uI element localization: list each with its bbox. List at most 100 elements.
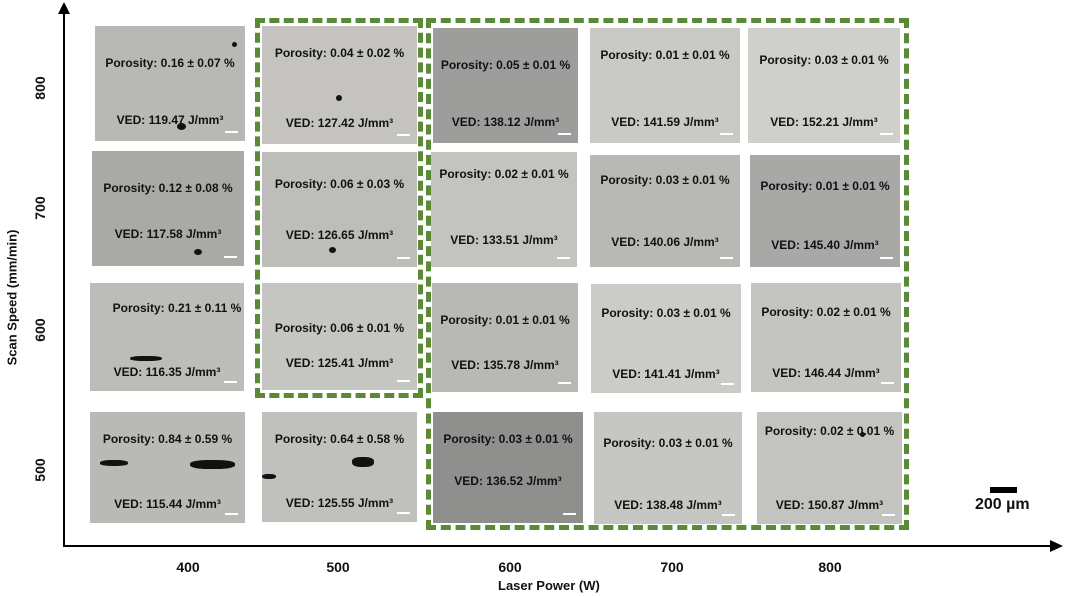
panel-scale-mark xyxy=(720,257,733,259)
panel-scale-mark xyxy=(557,257,570,259)
micrograph-panel-800w-500: Porosity: 0.02 ± 0.01 % VED: 150.87 J/mm… xyxy=(757,412,902,524)
porosity-label: Porosity: 0.21 ± 0.11 % xyxy=(112,301,242,315)
pore-mark xyxy=(329,247,336,253)
ved-label: VED: 150.87 J/mm³ xyxy=(775,498,884,512)
porosity-label: Porosity: 0.03 ± 0.01 % xyxy=(759,53,889,67)
ved-label: VED: 125.55 J/mm³ xyxy=(285,496,394,510)
ved-label: VED: 116.35 J/mm³ xyxy=(113,365,221,379)
x-tick-600: 600 xyxy=(498,559,522,575)
micrograph-panel-500w-700: Porosity: 0.06 ± 0.03 % VED: 126.65 J/mm… xyxy=(262,152,417,267)
pore-mark xyxy=(262,474,276,479)
panel-scale-mark xyxy=(397,134,410,136)
y-tick-500: 500 xyxy=(32,458,48,482)
panel-scale-mark xyxy=(720,133,733,135)
porosity-label: Porosity: 0.03 ± 0.01 % xyxy=(443,432,573,446)
panel-scale-mark xyxy=(397,380,410,382)
porosity-label: Porosity: 0.03 ± 0.01 % xyxy=(603,436,733,450)
y-tick-600: 600 xyxy=(32,318,48,342)
porosity-label: Porosity: 0.03 ± 0.01 % xyxy=(600,173,730,187)
ved-label: VED: 135.78 J/mm³ xyxy=(451,358,559,372)
micrograph-panel-800w-800: Porosity: 0.03 ± 0.01 % VED: 152.21 J/mm… xyxy=(748,28,900,143)
micrograph-panel-700w-700: Porosity: 0.03 ± 0.01 % VED: 140.06 J/mm… xyxy=(590,155,740,267)
panel-scale-mark xyxy=(721,383,734,385)
porosity-label: Porosity: 0.02 ± 0.01 % xyxy=(439,167,569,181)
micrograph-panel-400w-500: Porosity: 0.84 ± 0.59 % VED: 115.44 J/mm… xyxy=(90,412,245,523)
panel-scale-mark xyxy=(558,133,571,135)
x-axis-arrow-icon xyxy=(1050,540,1063,552)
micrograph-panel-400w-800: Porosity: 0.16 ± 0.07 % VED: 119.47 J/mm… xyxy=(95,26,245,141)
micrograph-panel-400w-600: Porosity: 0.21 ± 0.11 % VED: 116.35 J/mm… xyxy=(90,283,244,391)
micrograph-panel-700w-500: Porosity: 0.03 ± 0.01 % VED: 138.48 J/mm… xyxy=(594,412,742,524)
ved-label: VED: 138.48 J/mm³ xyxy=(614,498,722,512)
panel-scale-mark xyxy=(722,514,735,516)
micrograph-panel-700w-800: Porosity: 0.01 ± 0.01 % VED: 141.59 J/mm… xyxy=(590,28,740,143)
ved-label: VED: 125.41 J/mm³ xyxy=(285,356,394,370)
ved-label: VED: 141.59 J/mm³ xyxy=(611,115,719,129)
ved-label: VED: 127.42 J/mm³ xyxy=(285,116,394,130)
porosity-label: Porosity: 0.03 ± 0.01 % xyxy=(601,306,731,320)
panel-scale-mark xyxy=(224,381,237,383)
micrograph-panel-800w-700: Porosity: 0.01 ± 0.01 % VED: 145.40 J/mm… xyxy=(750,155,900,267)
pore-mark xyxy=(860,432,865,437)
x-tick-400: 400 xyxy=(176,559,200,575)
panel-scale-mark xyxy=(563,513,576,515)
ved-label: VED: 152.21 J/mm³ xyxy=(770,115,878,129)
pore-mark xyxy=(190,460,235,469)
pore-mark xyxy=(194,249,202,255)
pore-mark xyxy=(352,457,374,467)
highlight-box-500w xyxy=(255,18,423,398)
micrograph-panel-500w-500: Porosity: 0.64 ± 0.58 % VED: 125.55 J/mm… xyxy=(262,412,417,522)
highlight-box-600-800w xyxy=(426,18,909,530)
porosity-label: Porosity: 0.01 ± 0.01 % xyxy=(440,313,570,327)
pore-mark xyxy=(336,95,342,101)
porosity-label: Porosity: 0.84 ± 0.59 % xyxy=(102,432,233,446)
micrograph-panel-600w-600: Porosity: 0.01 ± 0.01 % VED: 135.78 J/mm… xyxy=(432,283,578,392)
ved-label: VED: 140.06 J/mm³ xyxy=(611,235,719,249)
micrograph-panel-500w-600: Porosity: 0.06 ± 0.01 % VED: 125.41 J/mm… xyxy=(262,283,417,390)
panel-scale-mark xyxy=(558,382,571,384)
porosity-label: Porosity: 0.16 ± 0.07 % xyxy=(105,56,235,70)
ved-label: VED: 117.58 J/mm³ xyxy=(114,227,222,241)
scale-bar xyxy=(990,487,1017,493)
micrograph-panel-700w-600: Porosity: 0.03 ± 0.01 % VED: 141.41 J/mm… xyxy=(591,284,741,393)
panel-scale-mark xyxy=(224,256,237,258)
ved-label: VED: 138.12 J/mm³ xyxy=(451,115,560,129)
micrograph-panel-600w-700: Porosity: 0.02 ± 0.01 % VED: 133.51 J/mm… xyxy=(431,152,577,267)
scale-bar-label: 200 µm xyxy=(975,496,1030,513)
panel-scale-mark xyxy=(225,131,238,133)
x-axis-line xyxy=(63,545,1053,547)
panel-scale-mark xyxy=(225,513,238,515)
micrograph-panel-600w-800: Porosity: 0.05 ± 0.01 % VED: 138.12 J/mm… xyxy=(433,28,578,143)
porosity-label: Porosity: 0.64 ± 0.58 % xyxy=(274,432,405,446)
ved-label: VED: 133.51 J/mm³ xyxy=(450,233,558,247)
panel-scale-mark xyxy=(882,514,895,516)
porosity-label: Porosity: 0.02 ± 0.01 % xyxy=(761,305,891,319)
panel-scale-mark xyxy=(397,257,410,259)
y-tick-700: 700 xyxy=(32,196,48,220)
porosity-label: Porosity: 0.02 ± 0.01 % xyxy=(764,424,895,438)
panel-scale-mark xyxy=(880,257,893,259)
micrograph-panel-400w-700: Porosity: 0.12 ± 0.08 % VED: 117.58 J/mm… xyxy=(92,151,244,266)
x-tick-700: 700 xyxy=(660,559,684,575)
pore-mark xyxy=(232,42,237,47)
porosity-label: Porosity: 0.05 ± 0.01 % xyxy=(440,58,571,72)
porosity-label: Porosity: 0.01 ± 0.01 % xyxy=(760,179,890,193)
pore-mark xyxy=(130,356,162,361)
x-tick-800: 800 xyxy=(818,559,842,575)
ved-label: VED: 119.47 J/mm³ xyxy=(116,113,224,127)
y-tick-800: 800 xyxy=(32,76,48,100)
porosity-label: Porosity: 0.12 ± 0.08 % xyxy=(103,181,233,195)
porosity-label: Porosity: 0.06 ± 0.01 % xyxy=(274,321,405,335)
ved-label: VED: 115.44 J/mm³ xyxy=(114,497,221,511)
y-axis-arrow-icon xyxy=(58,2,70,14)
x-tick-500: 500 xyxy=(326,559,350,575)
micrograph-panel-600w-500: Porosity: 0.03 ± 0.01 % VED: 136.52 J/mm… xyxy=(433,412,583,523)
ved-label: VED: 141.41 J/mm³ xyxy=(612,367,720,381)
porosity-label: Porosity: 0.06 ± 0.03 % xyxy=(274,177,405,191)
panel-scale-mark xyxy=(881,382,894,384)
pore-mark xyxy=(177,123,186,130)
ved-label: VED: 145.40 J/mm³ xyxy=(771,238,879,252)
panel-scale-mark xyxy=(397,512,410,514)
porosity-label: Porosity: 0.01 ± 0.01 % xyxy=(600,48,730,62)
x-axis-title: Laser Power (W) xyxy=(498,578,600,593)
